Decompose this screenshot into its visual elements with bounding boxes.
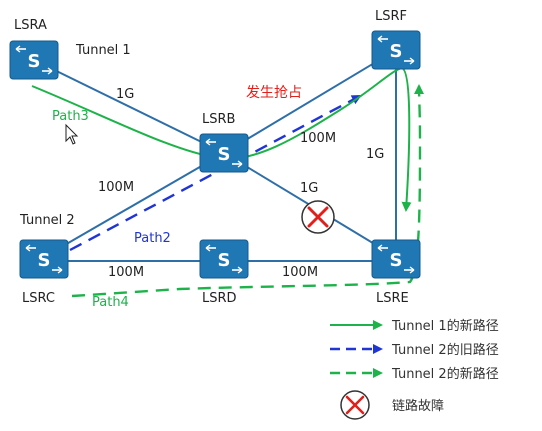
legend: Tunnel 1的新路径 Tunnel 2的旧路径 Tunnel 2的新路径 链…: [330, 318, 499, 420]
label-lsra: LSRA: [14, 18, 47, 33]
label-link-d-e: 100M: [282, 265, 318, 280]
label-link-a-b: 1G: [116, 87, 134, 102]
label-link-c-b: 100M: [98, 180, 134, 195]
label-lsrb: LSRB: [202, 112, 235, 127]
router-icon: S: [390, 250, 403, 271]
router-icon: S: [218, 250, 231, 271]
tunnel1-new-path: [31, 66, 412, 212]
router-lsrc[interactable]: S: [19, 239, 69, 279]
label-lsrf: LSRF: [375, 9, 407, 24]
tunnel2-old-path: [69, 94, 362, 252]
link-failure-icon: [340, 390, 370, 420]
label-path3: Path3: [52, 109, 89, 124]
legend-label-link-failure: 链路故障: [392, 398, 444, 414]
label-path2: Path2: [134, 231, 171, 246]
link-lsrc-lsrb: [43, 152, 225, 258]
label-tunnel2: Tunnel 2: [19, 213, 75, 228]
label-link-c-d: 100M: [108, 265, 144, 280]
legend-label-tunnel2-old: Tunnel 2的旧路径: [391, 342, 499, 358]
legend-item-tunnel1-new: Tunnel 1的新路径: [330, 318, 499, 334]
router-lsrb[interactable]: S: [199, 133, 249, 173]
router-icon: S: [390, 41, 403, 62]
router-icon: S: [28, 51, 41, 72]
links: [33, 49, 397, 262]
label-link-b-e: 1G: [300, 181, 318, 196]
legend-item-link-failure: 链路故障: [340, 390, 444, 420]
legend-item-tunnel2-old: Tunnel 2的旧路径: [330, 342, 499, 358]
legend-item-tunnel2-new: Tunnel 2的新路径: [330, 366, 499, 382]
router-lsrd[interactable]: S: [199, 239, 249, 279]
label-preempt: 发生抢占: [246, 84, 302, 101]
router-lsra[interactable]: S: [9, 40, 59, 80]
router-icon: S: [218, 144, 231, 165]
link-failure-icon: [301, 200, 335, 234]
legend-label-tunnel1-new: Tunnel 1的新路径: [391, 318, 499, 334]
label-lsre: LSRE: [376, 291, 409, 306]
link-lsrb-lsrf: [223, 49, 397, 154]
label-lsrd: LSRD: [202, 291, 237, 306]
label-tunnel1: Tunnel 1: [75, 43, 131, 58]
router-lsre[interactable]: S: [371, 239, 421, 279]
label-link-b-f: 100M: [300, 131, 336, 146]
label-path4: Path4: [92, 295, 129, 310]
router-lsrf[interactable]: S: [371, 30, 421, 70]
label-lsrc: LSRC: [22, 291, 55, 306]
link-lsra-lsrb: [33, 59, 225, 154]
label-link-f-e: 1G: [366, 147, 384, 162]
legend-label-tunnel2-new: Tunnel 2的新路径: [391, 366, 499, 382]
router-icon: S: [38, 250, 51, 271]
mouse-cursor-icon: [65, 123, 79, 145]
